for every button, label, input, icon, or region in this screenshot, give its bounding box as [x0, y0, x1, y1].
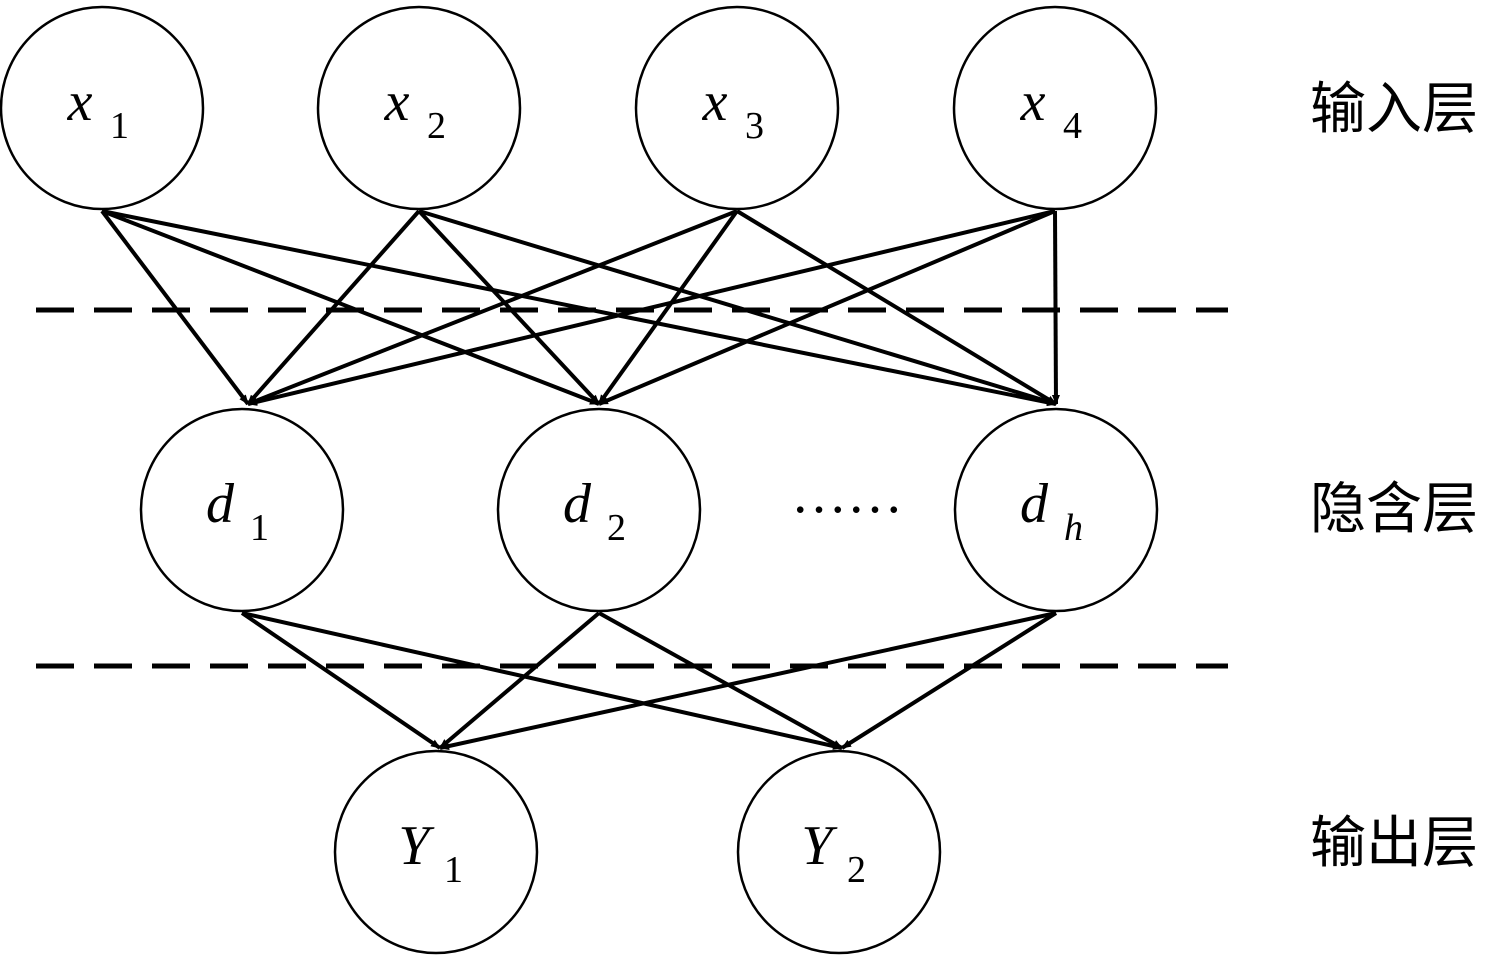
- edge-x4-d1: [247, 209, 1056, 406]
- node-circle: [0, 5, 205, 211]
- node-subscript: 2: [607, 507, 626, 549]
- node-label: Y: [398, 815, 435, 877]
- node-label: d: [1020, 473, 1049, 535]
- node-circle: [496, 407, 702, 613]
- hidden-layer-label: 隐含层: [1310, 477, 1478, 542]
- edge-x1-d2: [101, 209, 600, 406]
- node-circle: [953, 407, 1159, 613]
- edge-x1-d1: [100, 209, 250, 406]
- edge-x3-dh: [735, 209, 1058, 406]
- node-subscript: 2: [847, 849, 866, 891]
- node-subscript: h: [1064, 507, 1083, 549]
- edge-d1-Y2: [241, 611, 843, 750]
- node-subscript: 4: [1063, 105, 1082, 147]
- edge-x4-dh: [1051, 210, 1060, 405]
- input-layer-label: 输入层: [1310, 77, 1478, 142]
- edge-d2-Y2: [598, 611, 843, 750]
- edge-x2-dh: [418, 209, 1057, 406]
- node-circle: [316, 5, 522, 211]
- connection-edges: [100, 209, 1060, 750]
- node-circle: [736, 749, 942, 955]
- edge-dh-Y2: [840, 611, 1058, 750]
- edge-d1-Y1: [240, 611, 442, 750]
- node-label: x: [67, 71, 93, 133]
- node-label: d: [206, 473, 235, 535]
- node-label: d: [563, 473, 592, 535]
- hidden-ellipsis: ……: [791, 463, 903, 525]
- node-subscript: 1: [250, 507, 269, 549]
- edge-x3-d2: [597, 209, 739, 406]
- node-label: x: [1020, 71, 1046, 133]
- node-label: x: [702, 71, 728, 133]
- node-subscript: 1: [110, 105, 129, 147]
- edge-d2-Y1: [438, 611, 601, 750]
- edge-x4-d2: [598, 209, 1056, 406]
- node-label: x: [384, 71, 410, 133]
- node-circle: [952, 5, 1158, 211]
- node-circle: [139, 407, 345, 613]
- output-layer-label: 输出层: [1310, 811, 1478, 876]
- node-subscript: 3: [745, 105, 764, 147]
- edge-x1-dh: [101, 209, 1057, 407]
- edge-x2-d2: [417, 209, 601, 406]
- node-subscript: 2: [427, 105, 446, 147]
- edge-x2-d1: [246, 209, 421, 406]
- node-label: Y: [801, 815, 838, 877]
- node-subscript: 1: [444, 849, 463, 891]
- node-circle: [333, 749, 539, 955]
- node-circle: [634, 5, 840, 211]
- edge-x3-d1: [247, 209, 738, 406]
- edge-dh-Y1: [439, 611, 1057, 750]
